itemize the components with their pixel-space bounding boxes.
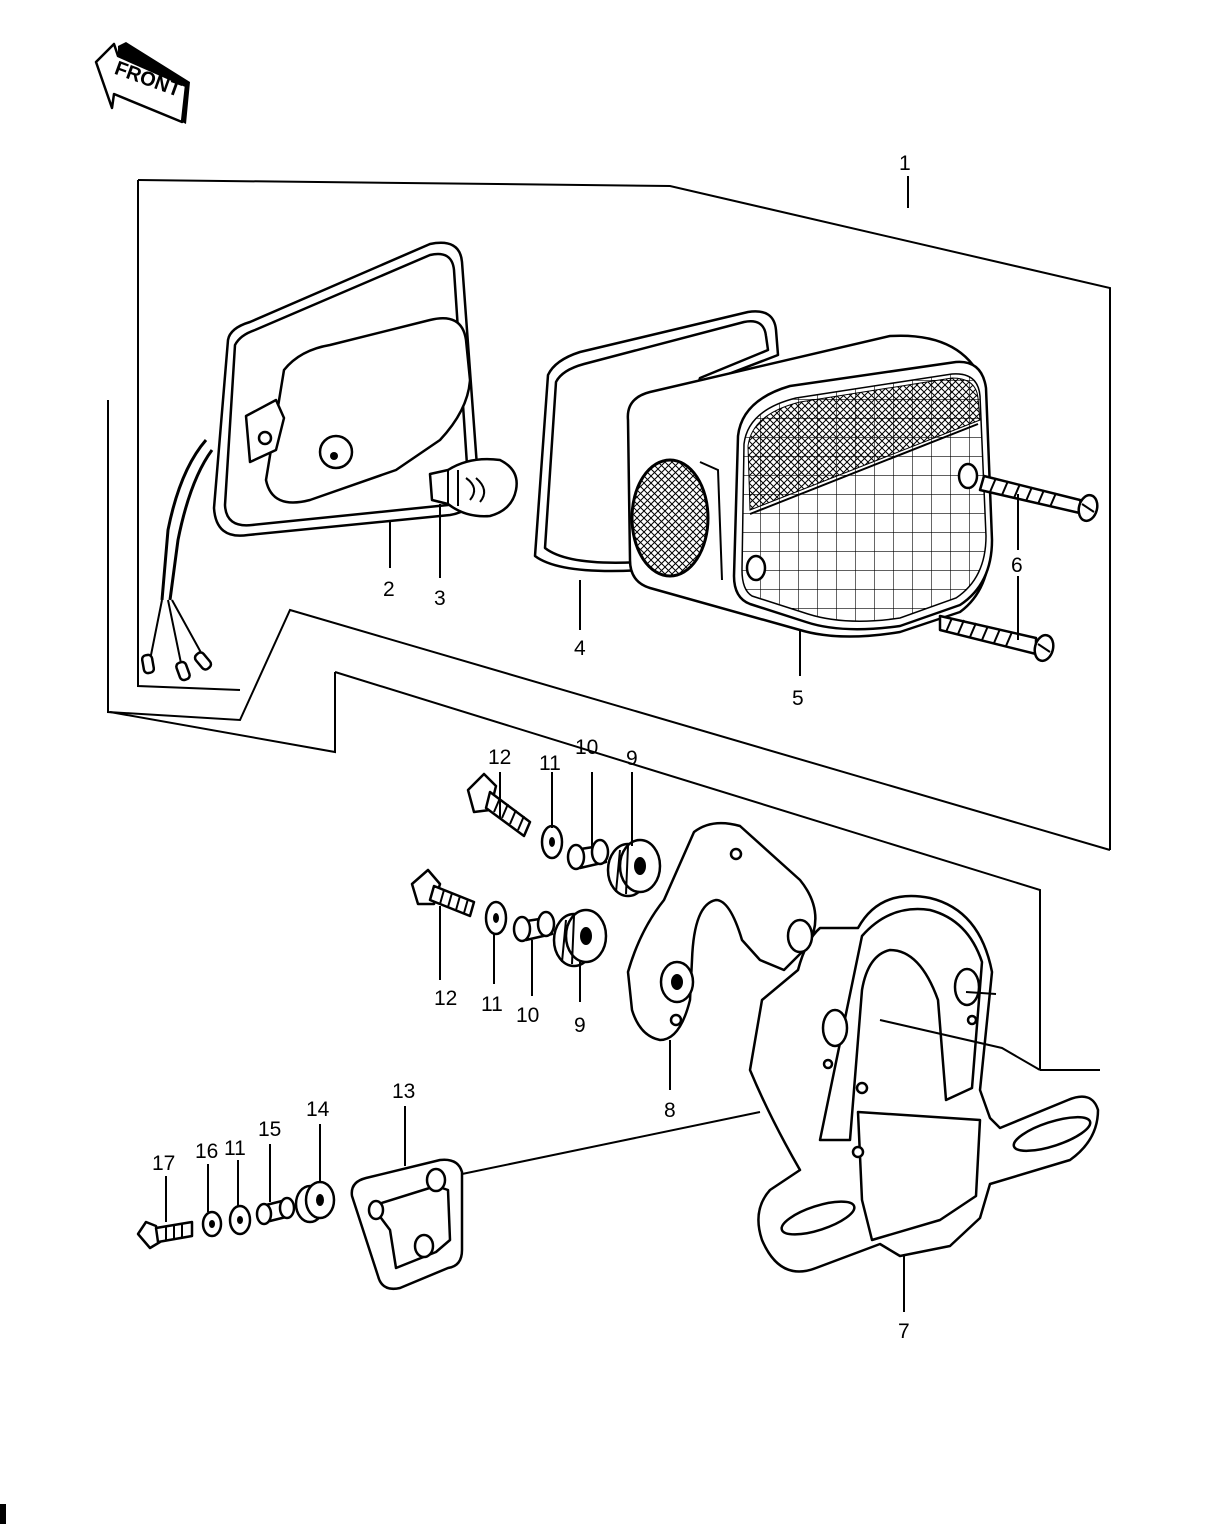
- callout-1: 1: [899, 152, 911, 175]
- grommet-part-9-lower: [552, 908, 608, 968]
- collar-part-10-lower: [512, 910, 556, 943]
- callout-12b: 12: [434, 987, 457, 1010]
- lock-washer-part-16: [201, 1210, 223, 1238]
- washer-part-11-middle: [484, 900, 508, 936]
- bolt-part-12-upper: [466, 772, 532, 838]
- corner-mark: [0, 1504, 6, 1524]
- plate-bracket-part-7: [748, 894, 1100, 1273]
- bolt-part-17: [136, 1220, 194, 1250]
- callout-11c: 11: [224, 1137, 246, 1160]
- callout-16: 16: [195, 1140, 218, 1163]
- front-arrow-icon: FRONT: [94, 42, 190, 124]
- washer-part-11-upper: [540, 824, 564, 860]
- callout-15: 15: [258, 1118, 281, 1141]
- washer-part-11-lower: [228, 1204, 252, 1236]
- callout-8: 8: [664, 1099, 676, 1122]
- leader-lines: [165, 494, 1019, 1312]
- callout-12a: 12: [488, 746, 511, 769]
- grommet-part-14: [294, 1180, 336, 1224]
- callout-4: 4: [574, 637, 586, 660]
- grommet-part-9-upper: [606, 838, 662, 898]
- callout-14: 14: [306, 1098, 330, 1121]
- lens-part-5: [626, 334, 994, 638]
- assembly-bracket-lines: [107, 176, 1111, 1071]
- callout-7: 7: [898, 1320, 910, 1343]
- callout-2: 2: [383, 578, 395, 601]
- callout-10b: 10: [516, 1004, 539, 1027]
- bulb-part-3: [428, 457, 518, 518]
- screws-part-6: [938, 474, 1099, 663]
- callout-13: 13: [392, 1080, 415, 1103]
- callout-9a: 9: [626, 747, 638, 770]
- callout-6: 6: [1011, 554, 1023, 577]
- bolt-part-12-lower: [410, 868, 476, 918]
- callout-10a: 10: [575, 736, 598, 759]
- callout-9b: 9: [574, 1014, 586, 1037]
- callout-5: 5: [792, 687, 804, 710]
- callout-3: 3: [434, 587, 446, 610]
- collar-part-15: [255, 1196, 296, 1226]
- callout-11a: 11: [539, 752, 561, 775]
- mounting-plate-part-8: [626, 821, 817, 1042]
- plate-part-13: [350, 1158, 464, 1290]
- lamp-base-part-2: [140, 241, 480, 682]
- callout-11b: 11: [481, 993, 503, 1016]
- callout-labels: 1 2 3 4 5 6 7 8 9 9 10 10 11 11 11 12 12…: [152, 152, 1023, 1343]
- collar-part-10-upper: [566, 838, 610, 871]
- callout-17: 17: [152, 1152, 175, 1175]
